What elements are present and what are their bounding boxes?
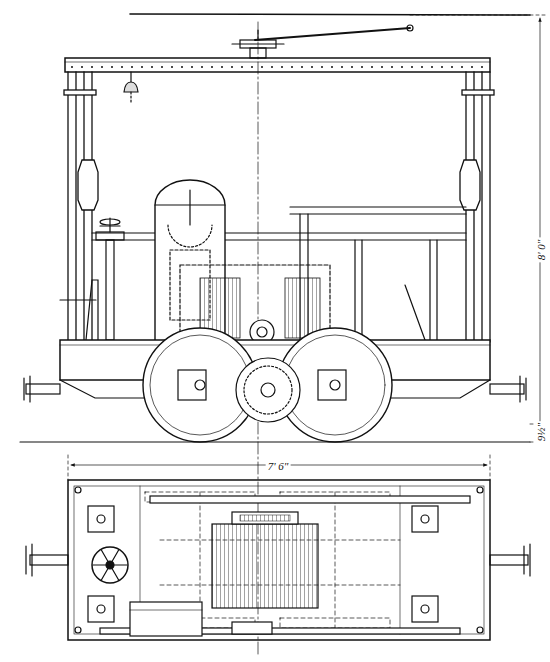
rivet xyxy=(441,66,443,68)
rivet xyxy=(281,66,283,68)
trolley xyxy=(130,14,530,58)
rivet xyxy=(251,66,253,68)
wheel-spoke xyxy=(110,564,127,565)
plan-controller xyxy=(130,602,202,636)
plan-brake-wheel xyxy=(92,547,128,583)
wheels xyxy=(143,328,392,442)
rivet xyxy=(201,66,203,68)
rivet xyxy=(341,66,343,68)
rivet xyxy=(291,66,293,68)
rivet xyxy=(181,66,183,68)
rivet xyxy=(211,66,213,68)
rivet xyxy=(121,66,123,68)
rivet xyxy=(261,66,263,68)
rivet xyxy=(471,66,473,68)
rivet xyxy=(241,66,243,68)
rivet xyxy=(221,66,223,68)
rivet xyxy=(451,66,453,68)
rail-line xyxy=(20,441,530,442)
dimension-lines xyxy=(68,15,548,480)
rivet xyxy=(391,66,393,68)
rivet xyxy=(381,66,383,68)
rivet xyxy=(331,66,333,68)
dimension-text: 7' 6" xyxy=(266,460,291,472)
rivet xyxy=(481,66,483,68)
wheel-spoke xyxy=(102,565,111,580)
rivet xyxy=(361,66,363,68)
rivet xyxy=(101,66,103,68)
couplers xyxy=(24,376,526,402)
rivet xyxy=(411,66,413,68)
wheel-spoke xyxy=(93,564,110,565)
rivet xyxy=(161,66,163,68)
dimension-label: 7' 6" xyxy=(266,456,291,474)
rivet xyxy=(71,66,73,68)
rivet xyxy=(171,66,173,68)
rivet xyxy=(131,66,133,68)
cab-posts xyxy=(64,72,494,342)
rivet xyxy=(321,66,323,68)
rivet xyxy=(271,66,273,68)
rivet xyxy=(141,66,143,68)
wheel-spoke xyxy=(110,565,119,580)
dimension-label: 9½" xyxy=(531,421,549,443)
rivet xyxy=(191,66,193,68)
rivet xyxy=(431,66,433,68)
plan-motor xyxy=(212,512,318,634)
wheel-spoke xyxy=(110,550,119,565)
brake-column xyxy=(60,218,124,340)
rivet xyxy=(81,66,83,68)
hand-rails xyxy=(92,207,466,340)
rivet xyxy=(231,66,233,68)
rivet xyxy=(401,66,403,68)
wheel-spoke xyxy=(102,550,111,565)
rivet xyxy=(461,66,463,68)
bell xyxy=(124,72,138,102)
dimension-label: 8' 0" xyxy=(531,238,549,263)
rivet xyxy=(311,66,313,68)
plan-frame xyxy=(68,480,490,640)
rivet xyxy=(91,66,93,68)
rivet xyxy=(351,66,353,68)
rivet xyxy=(151,66,153,68)
rivet xyxy=(421,66,423,68)
rivet xyxy=(301,66,303,68)
rivet xyxy=(111,66,113,68)
dimension-text: 8' 0" xyxy=(535,238,547,263)
canopy-roof xyxy=(65,58,490,72)
rivet xyxy=(371,66,373,68)
dimension-text: 9½" xyxy=(535,421,547,443)
